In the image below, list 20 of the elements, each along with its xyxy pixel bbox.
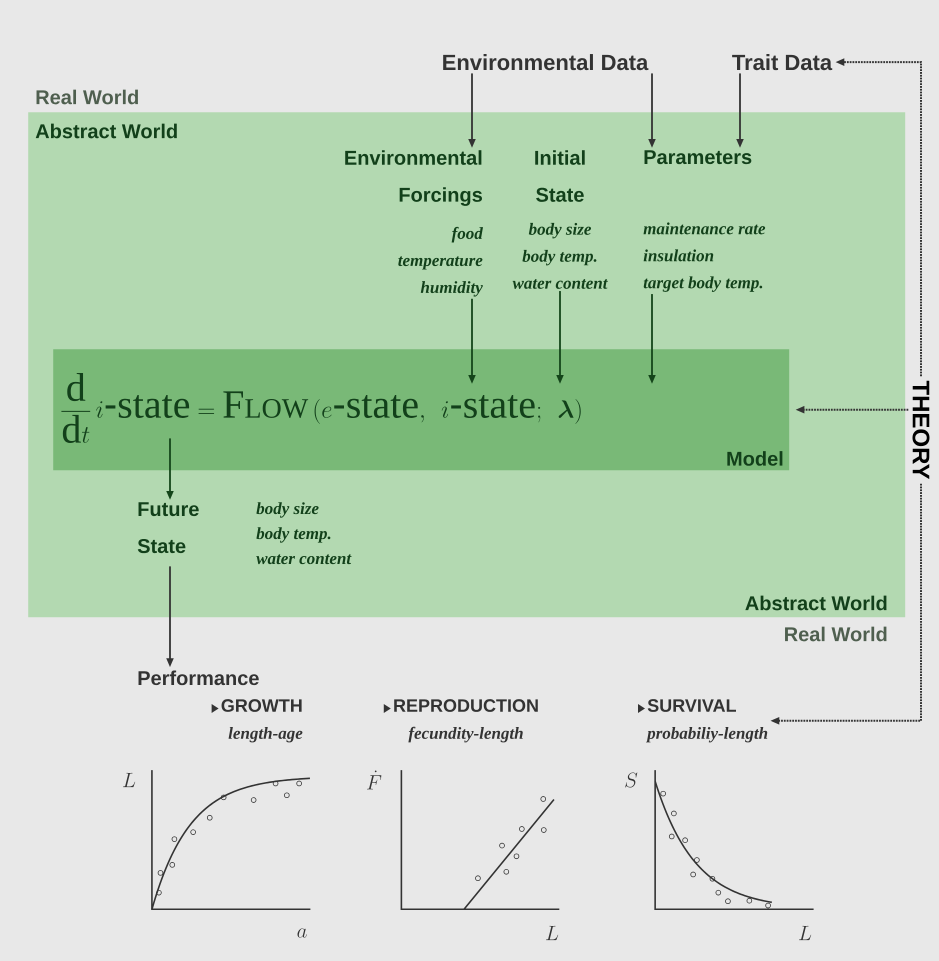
input-heading: Initial State body size body temp. water content xyxy=(512,150,608,289)
input-heading: Environmental Forcings food temperature humidity xyxy=(345,150,483,297)
axis-label: $L$ xyxy=(546,926,558,940)
measure-heading: SURVIVAL probabiliy-length xyxy=(646,699,768,742)
measure-heading: GROWTH length-age xyxy=(222,699,302,742)
axis-label: $a$ xyxy=(298,928,307,938)
theory-label: THEORY xyxy=(912,380,930,480)
state-heading: Future State body size body temp. water content xyxy=(138,502,352,564)
region-label: Real World xyxy=(36,90,138,104)
data-label: Environmental Data xyxy=(443,54,648,70)
axis-label: $L$ xyxy=(799,926,812,940)
axis-label: $L$ xyxy=(123,772,136,788)
input-heading: Parameters maintenance rate insulation target body temp. xyxy=(644,150,766,292)
performance-heading: Performance xyxy=(138,670,259,686)
region-label: Real World xyxy=(785,626,886,642)
measure-heading: REPRODUCTION fecundity-length xyxy=(394,699,538,742)
data-label: Trait Data xyxy=(732,54,832,70)
axis-label: $\dot{F}$ xyxy=(366,770,382,790)
model-box: $\frac{\mathrm{d}}{\mathrm{d}t}\,i\mbox{-}\mathrm{state} = \mathrm{F}{\scriptstyle\mathrm{LOW}}\,(e\mbox{-}\mathrm{state},\ i\mbox{-}\mathrm{state};\ \boldsymbol{\lambda})$ Model xyxy=(53,349,790,470)
axis-label: $S$ xyxy=(625,772,638,788)
